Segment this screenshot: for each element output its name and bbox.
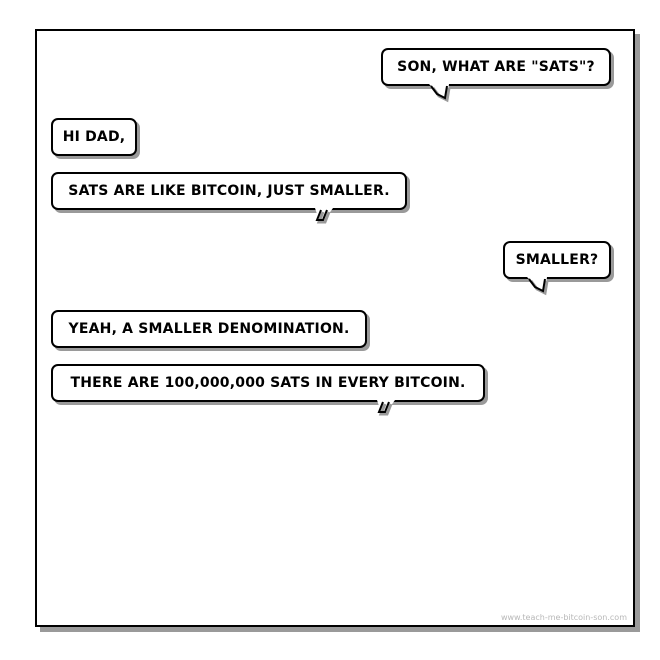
speech-bubble-son-explanation: SATS ARE LIKE BITCOIN, JUST SMALLER. (51, 172, 407, 224)
speech-bubble-dad-question: SON, WHAT ARE "SATS"? (381, 48, 611, 103)
speech-tail-icon (527, 277, 549, 296)
speech-tail-icon (429, 84, 451, 103)
speech-bubble-text: SON, WHAT ARE "SATS"? (397, 59, 595, 75)
speech-bubble-text: SMALLER? (515, 252, 599, 268)
speech-bubble-text: HI DAD, (62, 129, 126, 145)
speech-bubble-text: YEAH, A SMALLER DENOMINATION. (68, 321, 350, 337)
speech-tail-icon (315, 208, 333, 224)
speech-bubble-text: SATS ARE LIKE BITCOIN, JUST SMALLER. (68, 183, 390, 199)
comic-panel: SON, WHAT ARE "SATS"? HI DAD, SATS ARE L… (35, 29, 635, 627)
watermark-url: www.teach-me-bitcoin-son.com (500, 613, 627, 622)
speech-bubble-text: THERE ARE 100,000,000 SATS IN EVERY BITC… (70, 375, 466, 391)
speech-tail-icon (377, 400, 395, 416)
speech-bubble-dad-smaller: SMALLER? (503, 241, 611, 296)
speech-bubble-son-denomination: YEAH, A SMALLER DENOMINATION. (51, 310, 367, 348)
speech-bubble-son-sats-count: THERE ARE 100,000,000 SATS IN EVERY BITC… (51, 364, 485, 416)
speech-bubble-son-greeting: HI DAD, (51, 118, 137, 156)
